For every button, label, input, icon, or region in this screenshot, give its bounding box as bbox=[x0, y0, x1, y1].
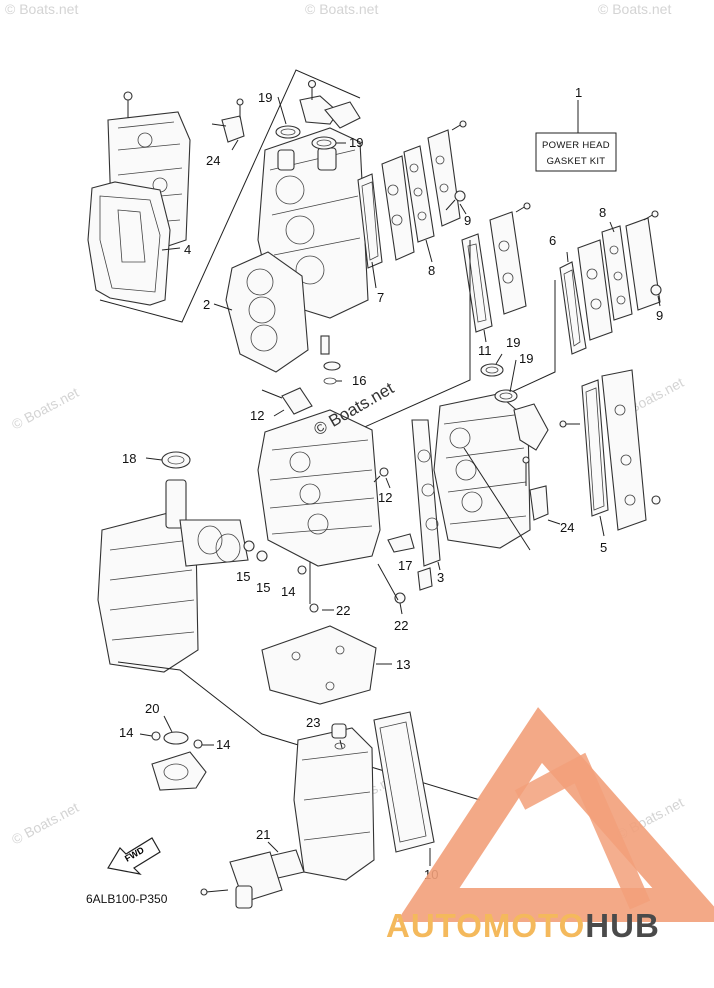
callout-19c: 19 bbox=[506, 335, 520, 350]
oil-pressure-sensor-16 bbox=[320, 335, 341, 385]
exhaust-cover-right bbox=[577, 239, 613, 341]
callout-8b: 8 bbox=[599, 205, 606, 220]
bolt-9a bbox=[445, 190, 466, 211]
exhaust-cover-upper bbox=[427, 120, 467, 227]
callout-14b: 14 bbox=[119, 725, 133, 740]
brand-automoto: AUTOMOTOHUB bbox=[386, 907, 660, 944]
oil-seal-18 bbox=[161, 451, 191, 469]
o-ring-23 bbox=[331, 723, 347, 750]
exhaust-gasket-10 bbox=[373, 711, 435, 853]
oil-seal-ring-19c bbox=[480, 363, 504, 377]
oil-seal-20 bbox=[163, 731, 189, 745]
callout-12b: 12 bbox=[378, 490, 392, 505]
brand-part1: AUTOMOTO bbox=[386, 907, 585, 944]
hose-fitting-17 bbox=[387, 533, 415, 553]
callout-6: 6 bbox=[549, 233, 556, 248]
fwd-arrow-icon: FWD bbox=[107, 837, 161, 875]
callout-20: 20 bbox=[145, 701, 159, 716]
o-ring-15b bbox=[256, 550, 268, 562]
callout-15b: 15 bbox=[256, 580, 270, 595]
callout-1: 1 bbox=[575, 85, 582, 100]
callout-9a: 9 bbox=[464, 213, 471, 228]
callout-23: 23 bbox=[306, 715, 320, 730]
o-ring-22a bbox=[309, 603, 319, 613]
callout-5: 5 bbox=[600, 540, 607, 555]
watermark-text: © Boats.net bbox=[598, 1, 671, 17]
callout-19b: 19 bbox=[349, 135, 363, 150]
callout-8a: 8 bbox=[428, 263, 435, 278]
watermark-text: © Boats.net bbox=[9, 799, 81, 848]
head-cover-gasket-4 bbox=[87, 181, 171, 306]
callout-9b: 9 bbox=[656, 308, 663, 323]
exhaust-gasket-8a bbox=[403, 145, 435, 243]
kit-box-line1: POWER HEAD bbox=[542, 140, 610, 151]
callout-16: 16 bbox=[352, 373, 366, 388]
callout-14c: 14 bbox=[216, 737, 230, 752]
watermark-text: © Boats.net bbox=[5, 1, 78, 17]
cam-sensor-24b bbox=[522, 456, 561, 525]
watermark-text: © Boats.net bbox=[9, 384, 81, 433]
callout-12a: 12 bbox=[250, 408, 264, 423]
callout-18: 18 bbox=[122, 451, 136, 466]
watermark-text: © Boats.net bbox=[305, 1, 378, 17]
part-code: 6ALB100-P350 bbox=[86, 892, 168, 906]
callout-2: 2 bbox=[203, 297, 210, 312]
callout-3: 3 bbox=[437, 570, 444, 585]
callout-17: 17 bbox=[398, 558, 412, 573]
exhaust-gasket-7 bbox=[357, 173, 383, 269]
cam-bracket-lower bbox=[513, 403, 549, 451]
base-gasket-13 bbox=[261, 625, 377, 705]
exhaust-outer-cover bbox=[601, 369, 661, 531]
callout-19d: 19 bbox=[519, 351, 533, 366]
kit-box-line2: GASKET KIT bbox=[547, 156, 606, 167]
callout-24b: 24 bbox=[560, 520, 574, 535]
callout-22b: 22 bbox=[394, 618, 408, 633]
bolt-12b bbox=[373, 467, 389, 483]
elbow-fitting bbox=[417, 567, 433, 591]
head-gasket-3 bbox=[411, 419, 441, 567]
callout-13: 13 bbox=[396, 657, 410, 672]
oil-seal-ring-19d bbox=[494, 389, 518, 403]
crankshaft bbox=[165, 479, 249, 567]
thermostat-housing bbox=[200, 851, 283, 909]
o-ring-14c bbox=[193, 739, 203, 749]
callout-11: 11 bbox=[478, 343, 492, 358]
cylinder-block bbox=[257, 387, 381, 567]
callout-24a: 24 bbox=[206, 153, 220, 168]
exhaust-gasket-11 bbox=[461, 233, 493, 333]
o-ring-15a bbox=[243, 540, 255, 552]
oil-seal-ring-19a bbox=[275, 125, 301, 139]
gasket-kit-box: POWER HEAD GASKET KIT bbox=[535, 100, 617, 172]
oil-seal-ring-19b bbox=[311, 136, 337, 150]
exhaust-gasket-5 bbox=[581, 379, 609, 517]
exhaust-gasket-6 bbox=[559, 261, 587, 355]
exhaust-plate-right bbox=[489, 202, 531, 315]
automotohub-logo-icon bbox=[396, 707, 714, 922]
callout-14a: 14 bbox=[281, 584, 295, 599]
o-ring-14a bbox=[297, 565, 307, 575]
exhaust-gasket-8b bbox=[601, 225, 633, 321]
callout-21: 21 bbox=[256, 827, 270, 842]
cam-sensor-24a bbox=[211, 98, 245, 143]
brand-part2: HUB bbox=[585, 907, 660, 944]
bolt-9b bbox=[650, 284, 662, 296]
callout-22a: 22 bbox=[336, 603, 350, 618]
exhaust-plate-mid bbox=[381, 155, 415, 261]
callout-19a: 19 bbox=[258, 90, 272, 105]
o-ring-14b bbox=[151, 731, 161, 741]
exhaust-manifold bbox=[293, 727, 375, 881]
callout-4: 4 bbox=[184, 242, 191, 257]
callout-7: 7 bbox=[377, 290, 384, 305]
callout-15a: 15 bbox=[236, 569, 250, 584]
lower-seal-housing bbox=[151, 751, 207, 791]
